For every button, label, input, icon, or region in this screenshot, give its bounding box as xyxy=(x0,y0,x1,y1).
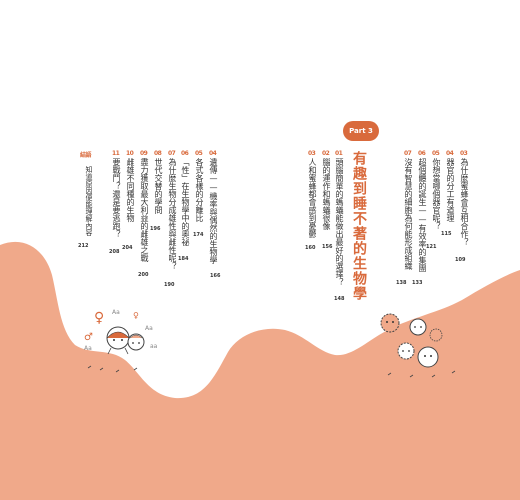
entry-07-title: 為什麼生物分成雄性與雌性呢？ xyxy=(168,158,177,270)
entry-r07-number: 07 xyxy=(404,150,412,157)
entry-r05-page: 121 xyxy=(426,244,437,250)
entry-06-title: 「性」在生物學中的奧祕 xyxy=(181,158,190,246)
entry-r03-page: 109 xyxy=(455,257,466,263)
entry-06-page: 184 xyxy=(178,256,189,262)
entry-08-number: 08 xyxy=(154,150,162,157)
cell-icon-5 xyxy=(417,346,439,368)
cell-icon-3 xyxy=(429,328,443,342)
female-small-icon: ♀ xyxy=(133,311,139,320)
entry-r05-number: 05 xyxy=(432,150,440,157)
entry-10-page: 204 xyxy=(122,245,133,251)
entry-r04-page: 115 xyxy=(441,231,452,237)
entry-r05-title: 你想當哪個器官呢？ xyxy=(432,158,441,230)
character-icon xyxy=(106,326,130,355)
entry-05-number: 05 xyxy=(195,150,203,157)
entry-04-number: 04 xyxy=(209,150,217,157)
cells-illustration xyxy=(380,313,456,378)
entry-09-title: 盡力獲取最大利益的雌雄之戰 xyxy=(140,158,149,262)
cell-icon-1 xyxy=(380,313,400,333)
genetics-illustration: ♀ ♂ ♀ Aa Aa Aa aa xyxy=(84,309,158,373)
entry-p3-01-page: 148 xyxy=(334,296,345,302)
entry-07-number: 07 xyxy=(168,150,176,157)
entry-11-page: 208 xyxy=(109,249,120,255)
entry-p3-02-number: 02 xyxy=(322,150,330,157)
allele-label-4: aa xyxy=(150,343,158,350)
entry-04-page: 166 xyxy=(210,273,221,279)
female-symbol-icon: ♀ xyxy=(94,310,104,326)
entry-10-title: 雌雄不同種的生物 xyxy=(126,158,135,222)
entry-p3-03-page: 160 xyxy=(305,245,316,251)
epilogue-text: 知道原因便能理解內容 xyxy=(85,166,93,236)
allele-label-3: Aa xyxy=(84,345,92,352)
entry-r03-number: 03 xyxy=(460,150,468,157)
entry-10-number: 10 xyxy=(126,150,134,157)
character-icon-2 xyxy=(127,333,145,351)
entry-r04-number: 04 xyxy=(446,150,454,157)
entry-09-page: 200 xyxy=(138,272,149,278)
cell-icon-4 xyxy=(397,342,415,360)
entry-r07-title: 沒有智慧的細胞為何能形成組織 xyxy=(404,158,413,270)
entry-r04-title: 器官的分工有道理 xyxy=(446,158,455,222)
entry-r06-number: 06 xyxy=(418,150,426,157)
epilogue-label: 結語 xyxy=(80,152,92,159)
allele-label-1: Aa xyxy=(112,309,120,316)
entry-09-number: 09 xyxy=(140,150,148,157)
part-title: 有趣到睡不著的生物學 xyxy=(351,151,367,301)
entry-p3-03-number: 03 xyxy=(308,150,316,157)
cell-icon-2 xyxy=(409,318,427,336)
allele-label-2: Aa xyxy=(145,325,153,332)
entry-p3-03-title: 人和蜜蜂都會感到憂鬱 xyxy=(308,158,317,238)
entry-p3-01-title: 頭腦簡單的螞蟻能做出最好的選擇？ xyxy=(335,158,344,286)
entry-05-page: 174 xyxy=(193,232,204,238)
entry-07-page: 190 xyxy=(164,282,175,288)
part-badge: Part 3 xyxy=(343,121,379,141)
entry-04-title: 遺傳——機率與偶然的生物學 xyxy=(209,158,218,264)
entry-p3-02-page: 156 xyxy=(322,244,333,250)
entry-p3-02-title: 腦的運作和螞蟻很像 xyxy=(322,158,331,230)
entry-11-title: 要戰鬥？還是要逃跑？ xyxy=(112,158,121,238)
entry-05-title: 各式各樣的分離比 xyxy=(195,158,204,222)
entry-r07-page: 138 xyxy=(396,280,407,286)
entry-r03-title: 為什麼蜜蜂會互相合作？ xyxy=(460,158,469,246)
entry-r06-title: 超個體的誕生——有效率的集團 xyxy=(418,158,427,272)
entry-08-page: 196 xyxy=(150,226,161,232)
entry-08-title: 世代交替的學問 xyxy=(154,158,163,214)
entry-r06-page: 133 xyxy=(412,280,423,286)
entry-p3-01-number: 01 xyxy=(335,150,343,157)
epilogue-page: 212 xyxy=(78,243,89,249)
entry-11-number: 11 xyxy=(112,150,120,157)
entry-06-number: 06 xyxy=(181,150,189,157)
male-symbol-icon: ♂ xyxy=(84,332,93,343)
